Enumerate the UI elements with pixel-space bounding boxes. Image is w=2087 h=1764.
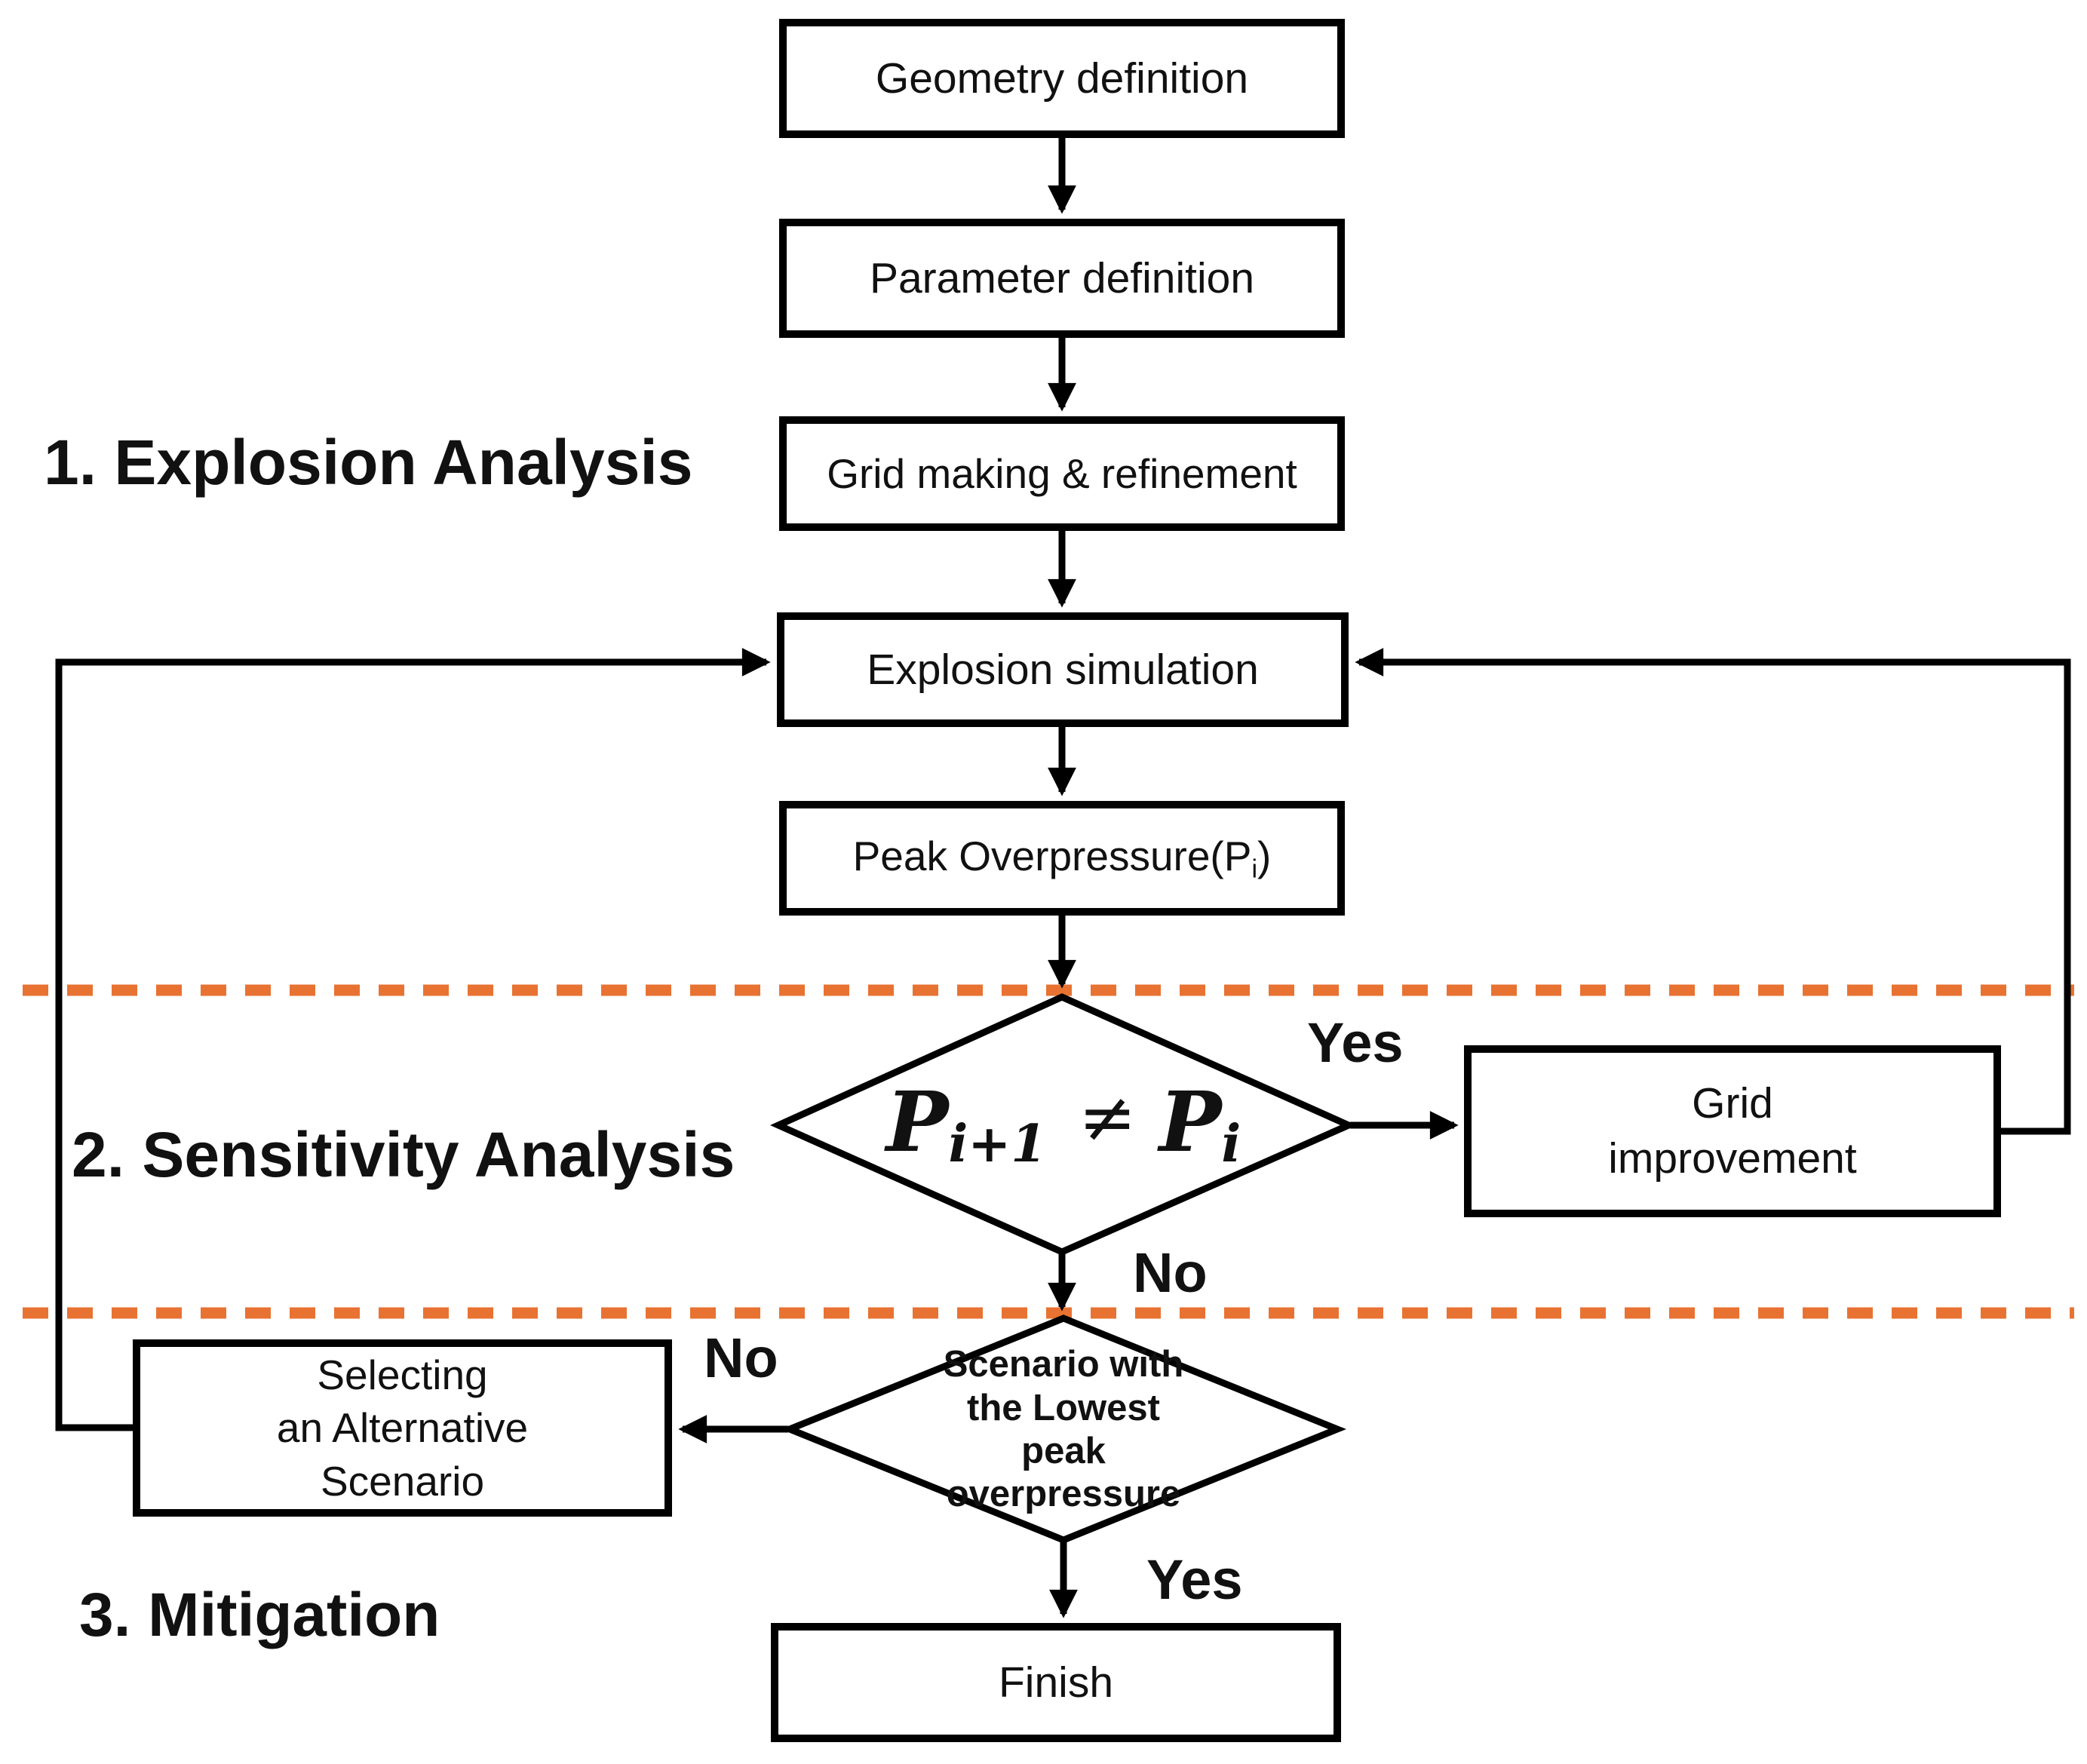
- selecting-line-2: an Alternative: [276, 1404, 529, 1452]
- flow-node-grid-improvement: Grid improvement: [1464, 1045, 2001, 1217]
- edge-label-no-decision2: No: [704, 1327, 778, 1389]
- selecting-line-3: Scenario: [320, 1457, 485, 1505]
- flow-node-parameter-definition: Parameter definition: [779, 219, 1345, 338]
- flow-node-explosion-simulation-label: Explosion simulation: [867, 645, 1259, 694]
- flow-node-peak-overpressure: Peak Overpressure(Pi): [779, 801, 1345, 916]
- selecting-line-1: Selecting: [317, 1351, 488, 1398]
- decision2-line-2: the Lowest: [967, 1387, 1160, 1428]
- decision2-line-4: overpressure: [946, 1474, 1181, 1515]
- decision1-lhs-symbol: P: [885, 1072, 949, 1170]
- flow-node-explosion-simulation: Explosion simulation: [777, 612, 1349, 727]
- flow-node-finish-label: Finish: [998, 1658, 1114, 1707]
- grid-improvement-line-2: improvement: [1608, 1134, 1857, 1183]
- decision1-lhs-subscript: i+1: [948, 1114, 1047, 1174]
- flow-node-finish: Finish: [771, 1623, 1341, 1742]
- flow-node-geometry-definition-label: Geometry definition: [875, 54, 1249, 103]
- peak-overpressure-subscript: i: [1251, 854, 1258, 884]
- peak-overpressure-text: Peak Overpressure(: [852, 833, 1224, 880]
- peak-overpressure-close-paren: ): [1257, 833, 1272, 880]
- flow-node-selecting-alternative-scenario: Selecting an Alternative Scenario: [133, 1339, 672, 1517]
- flow-node-parameter-definition-label: Parameter definition: [869, 253, 1255, 302]
- flow-node-grid-making-label: Grid making & refinement: [827, 449, 1297, 497]
- flow-node-geometry-definition: Geometry definition: [779, 19, 1345, 138]
- section-label-sensitivity-analysis: 2. Sensitivity Analysis: [72, 1119, 735, 1190]
- edge-label-no-decision1: No: [1133, 1241, 1208, 1304]
- feedback-selecting-to-explosionsim: [55, 648, 771, 1431]
- flow-node-grid-making: Grid making & refinement: [779, 416, 1345, 531]
- edge-label-yes-decision2: Yes: [1146, 1548, 1243, 1611]
- section-label-mitigation: 3. Mitigation: [79, 1581, 440, 1649]
- edge-label-yes-decision1: Yes: [1307, 1011, 1404, 1074]
- flow-node-peak-overpressure-label: Peak Overpressure(Pi): [853, 830, 1272, 886]
- decision2-condition: Scenario with the Lowest peak overpressu…: [837, 1342, 1290, 1517]
- decision2-line-1: Scenario with: [943, 1344, 1184, 1385]
- grid-improvement-line-1: Grid: [1692, 1079, 1773, 1128]
- feedback-gridimprovement-to-explosionsim: [1355, 648, 2071, 1135]
- decision1-rhs-symbol: P: [1159, 1072, 1222, 1170]
- not-equal-operator: ≠: [1078, 1076, 1137, 1158]
- decision2-diamond: [781, 1315, 1346, 1544]
- decision1-diamond: [770, 993, 1358, 1256]
- decision2-line-3: peak: [1021, 1431, 1106, 1471]
- peak-overpressure-symbol: P: [1223, 833, 1252, 880]
- decision1-rhs-subscript: i: [1221, 1114, 1241, 1174]
- section-label-explosion-analysis: 1. Explosion Analysis: [44, 427, 693, 498]
